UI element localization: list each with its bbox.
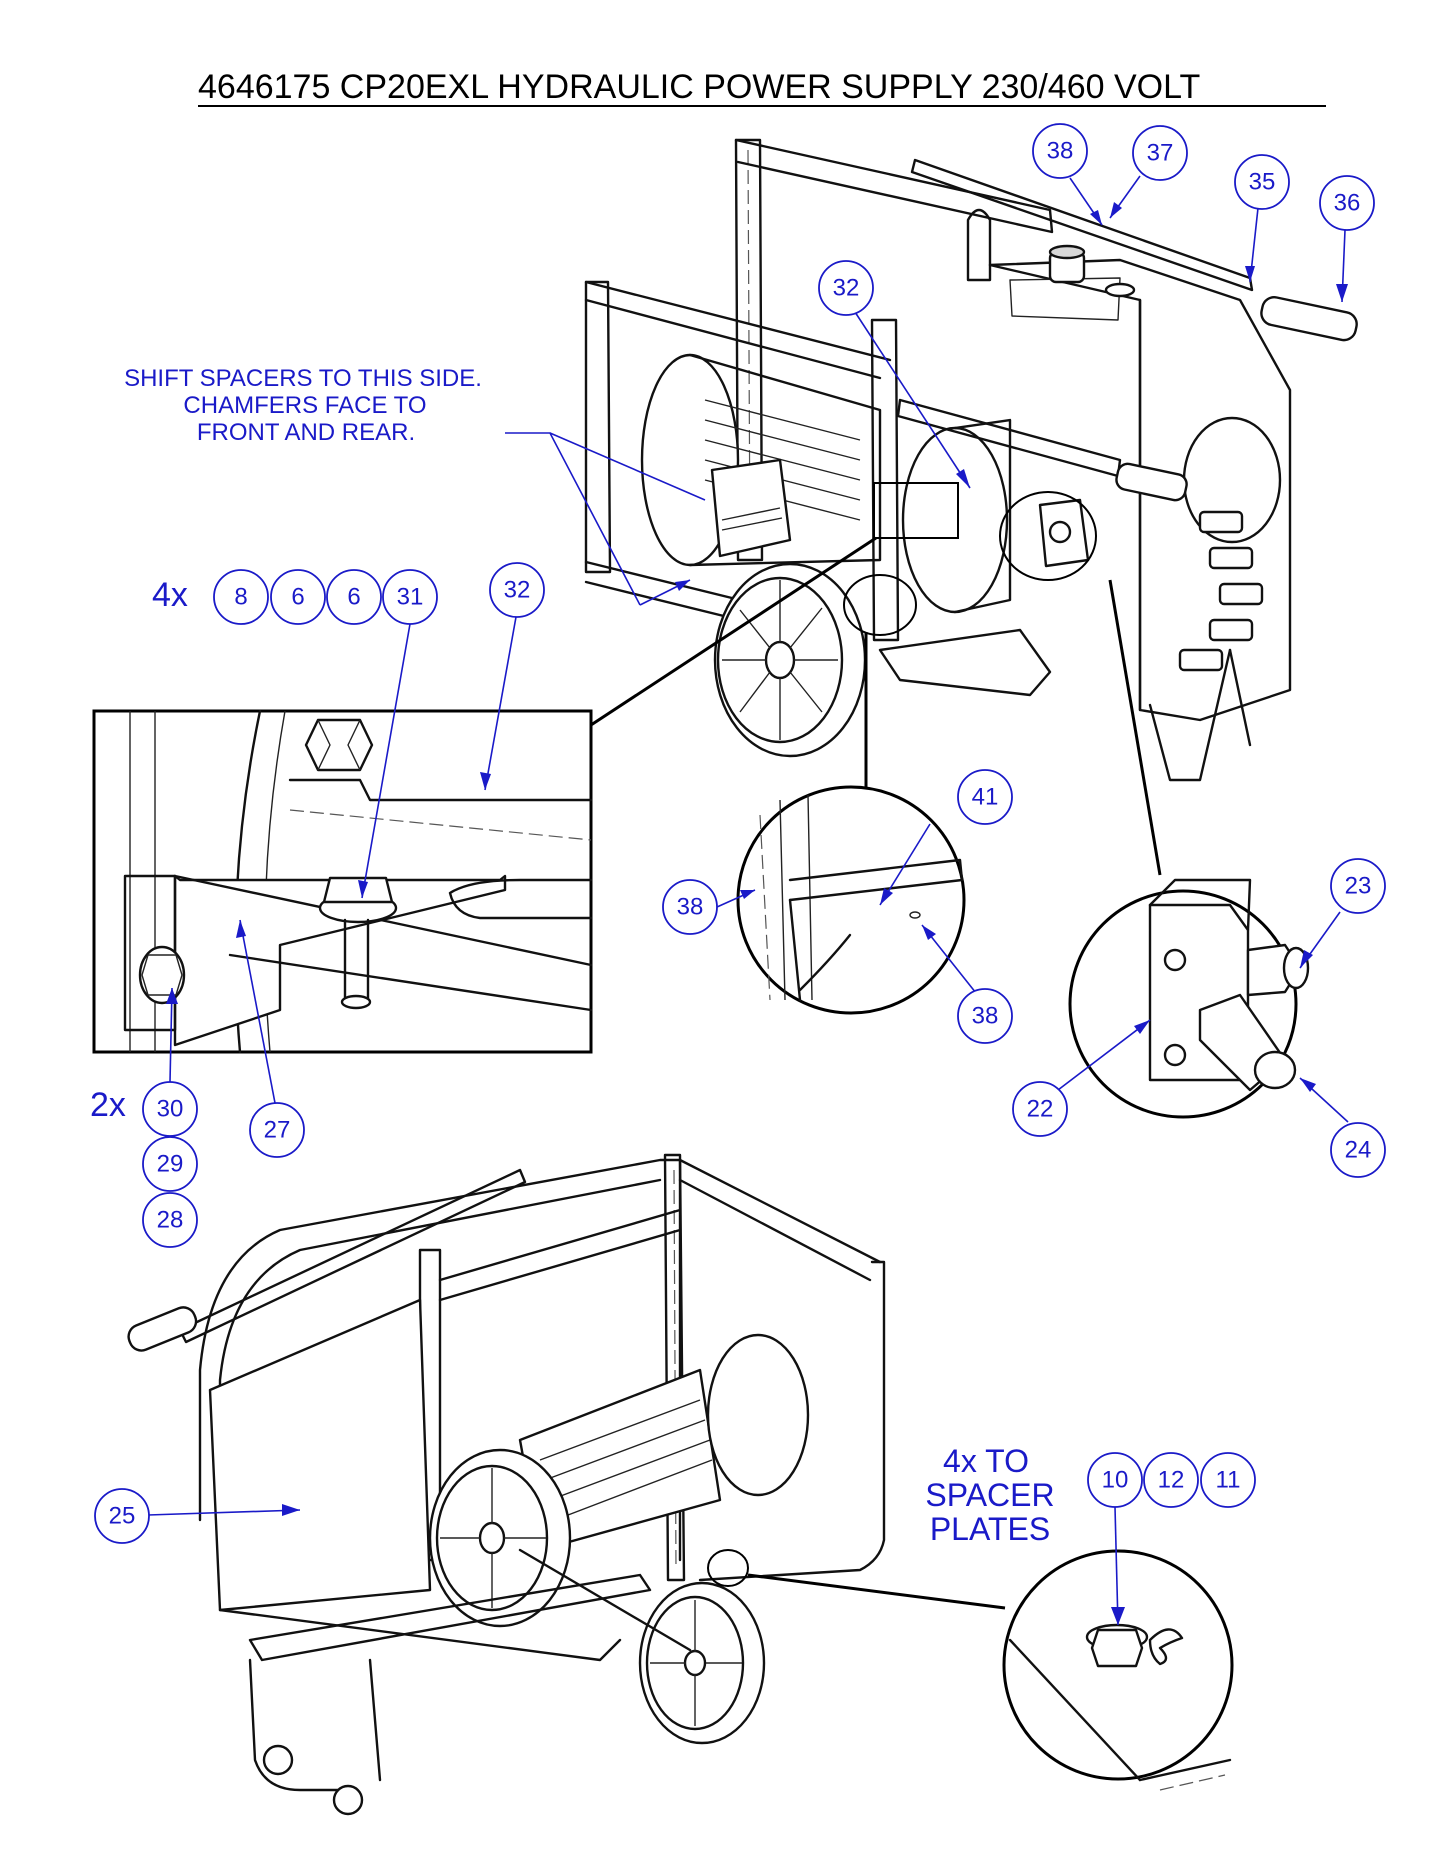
balloon-36[interactable]: 36 — [1319, 175, 1375, 231]
detail-callouts: 4x 8 6 6 31 32 2x 30 — [90, 562, 545, 1248]
svg-text:25: 25 — [109, 1503, 136, 1530]
spacer-note-line-3: PLATES — [930, 1511, 1050, 1547]
svg-text:35: 35 — [1249, 169, 1276, 196]
balloon-11[interactable]: 11 — [1200, 1452, 1256, 1508]
svg-text:38: 38 — [1047, 138, 1074, 165]
balloon-37[interactable]: 37 — [1132, 125, 1188, 181]
note-line-1: SHIFT SPACERS TO THIS SIDE. — [124, 365, 482, 392]
balloon-12[interactable]: 12 — [1143, 1452, 1199, 1508]
svg-text:27: 27 — [264, 1117, 291, 1144]
svg-text:10: 10 — [1102, 1467, 1129, 1494]
detail-circle-spacer-bolt — [747, 1506, 1234, 1791]
svg-text:41: 41 — [972, 784, 999, 811]
spacer-note-line-2: SPACER — [925, 1477, 1054, 1513]
svg-text:6: 6 — [347, 584, 360, 611]
qty-4x: 4x — [152, 576, 188, 614]
balloon-30[interactable]: 30 — [142, 1081, 198, 1137]
note-line-2: CHAMFERS FACE TO — [183, 392, 426, 419]
balloon-23[interactable]: 23 — [1330, 858, 1386, 914]
detail-circle-fittings: 23 22 24 — [1012, 579, 1386, 1178]
svg-text:24: 24 — [1345, 1137, 1372, 1164]
balloon-31[interactable]: 31 — [382, 569, 438, 625]
balloon-32[interactable]: 32 — [818, 260, 874, 316]
balloon-8[interactable]: 8 — [213, 569, 269, 625]
svg-text:29: 29 — [157, 1151, 184, 1178]
detail-view-spacer — [92, 536, 877, 1054]
balloon-41[interactable]: 41 — [957, 769, 1013, 825]
balloon-29[interactable]: 29 — [142, 1136, 198, 1192]
balloon-38-left[interactable]: 38 — [662, 879, 718, 935]
balloon-35[interactable]: 35 — [1234, 154, 1290, 210]
svg-text:28: 28 — [157, 1207, 184, 1234]
svg-text:36: 36 — [1334, 190, 1361, 217]
svg-text:38: 38 — [972, 1003, 999, 1030]
svg-text:11: 11 — [1216, 1467, 1241, 1494]
balloon-38-bottom[interactable]: 38 — [957, 988, 1013, 1044]
svg-text:12: 12 — [1158, 1467, 1185, 1494]
detail-circle-spacer-plate: 41 38 38 — [662, 632, 1013, 1044]
svg-text:23: 23 — [1345, 873, 1372, 900]
balloon-22[interactable]: 22 — [1012, 1081, 1068, 1137]
balloon-25[interactable]: 25 — [94, 1488, 150, 1544]
svg-text:8: 8 — [234, 584, 247, 611]
lower-callouts: 25 4x TO SPACER PLATES 10 12 11 — [94, 1443, 1256, 1547]
upper-callouts: 38 37 35 36 32 — [818, 123, 1375, 489]
balloon-24[interactable]: 24 — [1330, 1122, 1386, 1178]
balloon-38[interactable]: 38 — [1032, 123, 1088, 179]
balloon-6-a[interactable]: 6 — [270, 569, 326, 625]
drawing-title: 4646175 CP20EXL HYDRAULIC POWER SUPPLY 2… — [198, 68, 1200, 106]
shift-spacers-note: SHIFT SPACERS TO THIS SIDE. CHAMFERS FAC… — [124, 365, 706, 606]
balloon-10[interactable]: 10 — [1087, 1452, 1143, 1508]
svg-text:32: 32 — [504, 577, 531, 604]
balloon-6-b[interactable]: 6 — [326, 569, 382, 625]
svg-text:31: 31 — [397, 584, 424, 611]
qty-2x: 2x — [90, 1086, 126, 1124]
balloon-32-detail[interactable]: 32 — [489, 562, 545, 618]
svg-text:32: 32 — [833, 275, 860, 302]
svg-text:22: 22 — [1027, 1096, 1054, 1123]
balloon-27[interactable]: 27 — [249, 1102, 305, 1158]
svg-text:38: 38 — [677, 894, 704, 921]
svg-text:37: 37 — [1147, 140, 1174, 167]
main-assembly-upper — [584, 138, 1358, 782]
main-assembly-lower — [127, 1153, 886, 1816]
note-line-3: FRONT AND REAR. — [197, 419, 415, 446]
svg-text:6: 6 — [291, 584, 304, 611]
svg-text:30: 30 — [157, 1096, 184, 1123]
spacer-note-line-1: 4x TO — [943, 1443, 1029, 1479]
balloon-28[interactable]: 28 — [142, 1192, 198, 1248]
